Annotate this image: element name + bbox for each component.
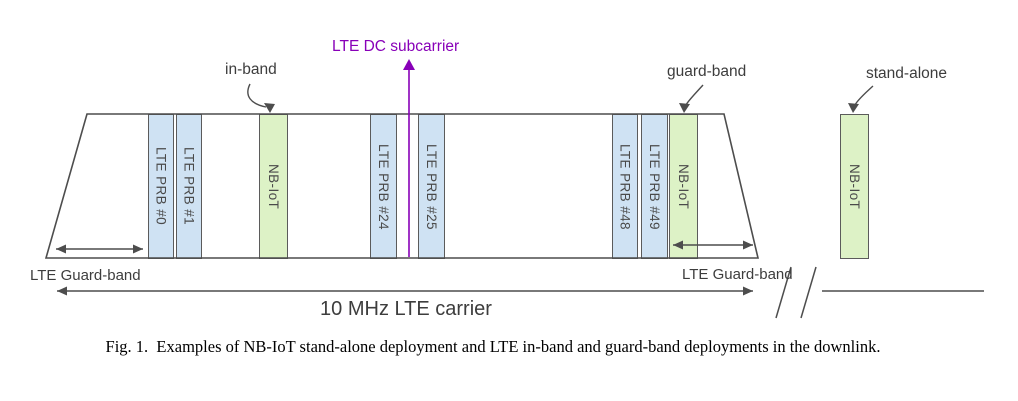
bar-label: NB-IoT xyxy=(847,163,862,210)
bar-label: LTE PRB #25 xyxy=(424,143,439,230)
lte-guard-band-left-label: LTE Guard-band xyxy=(30,267,141,284)
bar-nbiot-in-band: NB-IoT xyxy=(259,114,288,259)
bar-label: LTE PRB #49 xyxy=(647,143,662,230)
dc-subcarrier-label: LTE DC subcarrier xyxy=(332,38,460,55)
bar-lte-prb-49: LTE PRB #49 xyxy=(641,114,668,259)
stand-alone-pointer-arrow xyxy=(854,85,874,106)
bar-label: NB-IoT xyxy=(266,163,281,210)
in-band-pointer-arrowhead xyxy=(264,103,275,113)
guard-band-pointer-arrow xyxy=(685,84,704,106)
in-band-pointer-arrow xyxy=(247,83,267,108)
stand-alone-label: stand-alone xyxy=(866,65,948,82)
axis-break-slash-2 xyxy=(800,266,817,319)
bar-label: LTE PRB #1 xyxy=(181,147,197,226)
guard-band-label: guard-band xyxy=(667,63,747,80)
bar-label: LTE PRB #0 xyxy=(153,147,169,226)
in-band-label: in-band xyxy=(225,61,277,78)
bar-label: NB-IoT xyxy=(676,163,691,210)
bar-lte-prb-25: LTE PRB #25 xyxy=(418,114,445,259)
guard-band-pointer-arrowhead xyxy=(679,103,690,113)
stand-alone-pointer-arrowhead xyxy=(848,103,859,113)
carrier-width-label: 10 MHz LTE carrier xyxy=(320,298,492,320)
bar-lte-prb-24: LTE PRB #24 xyxy=(370,114,397,259)
bar-nbiot-stand-alone: NB-IoT xyxy=(840,114,869,259)
bar-lte-prb-1: LTE PRB #1 xyxy=(176,114,202,259)
bar-label: LTE PRB #48 xyxy=(617,143,633,230)
bar-label: LTE PRB #24 xyxy=(376,143,391,230)
bar-nbiot-guard-band: NB-IoT xyxy=(669,114,698,259)
bar-lte-prb-0: LTE PRB #0 xyxy=(148,114,174,259)
figure-caption: Fig. 1. Examples of NB-IoT stand-alone d… xyxy=(105,337,881,356)
lte-guard-band-right-label: LTE Guard-band xyxy=(682,266,793,283)
bar-lte-prb-48: LTE PRB #48 xyxy=(612,114,638,259)
dc-subcarrier-arrowhead xyxy=(403,59,415,70)
